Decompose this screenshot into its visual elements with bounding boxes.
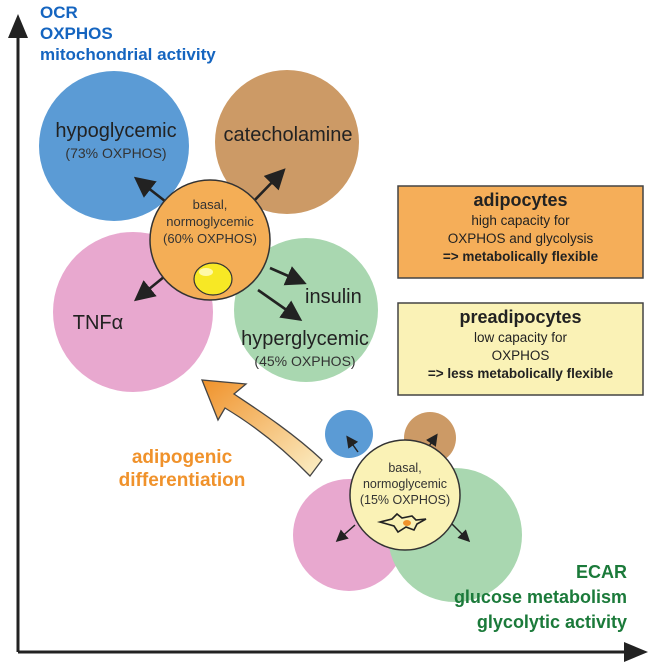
differentiation-arrow	[201, 379, 323, 477]
hyperglycemic-text: hyperglycemic	[241, 328, 369, 350]
preadipocyte-basal-line-3: (15% OXPHOS)	[359, 493, 451, 507]
adipocyte-basal-circle	[149, 179, 271, 301]
adipocyte-basal-label: basal, normoglycemic (60% OXPHOS)	[163, 196, 257, 247]
adipocyte-basal-line-3: (60% OXPHOS)	[163, 231, 257, 246]
differentiation-label: adipogenic differentiation	[119, 446, 246, 492]
y-axis-line-3: mitochondrial activity	[40, 45, 216, 64]
lipid-droplet-highlight	[199, 268, 213, 276]
x-axis-line-3: glycolytic activity	[476, 612, 627, 632]
x-axis-label: ECAR glucose metabolism glycolytic activ…	[454, 560, 627, 635]
pre-blue-circle	[325, 410, 373, 458]
preadipocyte-cell-icon	[376, 512, 427, 534]
hypoglycemic-text: hypoglycemic	[55, 120, 177, 142]
lipid-droplet-icon	[193, 262, 233, 296]
hypoglycemic-oxphos: (73% OXPHOS)	[65, 145, 167, 161]
adipocytes-conclusion: => metabolically flexible	[442, 249, 599, 264]
preadipocytes-title: preadipocytes	[459, 307, 582, 327]
catecholamine-label: catecholamine	[223, 124, 353, 146]
preadipocyte-basal-line-2: normoglycemic	[362, 477, 448, 491]
y-axis-line-2: OXPHOS	[40, 24, 113, 43]
y-axis-label: OCR OXPHOS mitochondrial activity	[40, 2, 216, 65]
x-axis	[18, 642, 648, 662]
preadipocytes-box-bg	[397, 302, 644, 396]
y-axis	[8, 14, 28, 652]
hypoglycemic-label: hypoglycemic (73% OXPHOS)	[55, 120, 176, 164]
adipocytes-box-bg	[397, 185, 644, 279]
hyperglycemic-label: hyperglycemic (45% OXPHOS)	[241, 328, 369, 372]
differentiation-line-2: differentiation	[118, 470, 246, 491]
y-axis-line-1: OCR	[40, 3, 78, 22]
adipocyte-basal-line-2: normoglycemic	[166, 214, 254, 229]
catecholamine-circle	[215, 70, 359, 214]
preadipocyte-basal-circle	[349, 439, 461, 551]
adipocyte-basal-line-1: basal,	[192, 197, 228, 212]
preadipocyte-basal-label: basal, normoglycemic (15% OXPHOS)	[360, 460, 450, 508]
insulin-label: insulin	[305, 286, 362, 308]
x-axis-line-2: glucose metabolism	[453, 587, 627, 607]
adipocytes-box: adipocytes high capacity for OXPHOS and …	[398, 188, 643, 266]
adipocytes-line-2: OXPHOS and glycolysis	[447, 231, 594, 246]
preadipocytes-line-2: OXPHOS	[491, 348, 550, 363]
differentiation-line-1: adipogenic	[131, 447, 233, 468]
preadipocytes-line-1: low capacity for	[473, 330, 568, 345]
adipocytes-title: adipocytes	[473, 190, 568, 210]
hyperglycemic-circle	[234, 238, 378, 382]
x-axis-line-1: ECAR	[575, 562, 627, 582]
preadipocyte-basal-line-1: basal,	[388, 461, 422, 475]
hyperglycemic-oxphos: (45% OXPHOS)	[254, 353, 356, 369]
adipocytes-line-1: high capacity for	[471, 213, 570, 228]
preadipocytes-conclusion: => less metabolically flexible	[427, 366, 614, 381]
preadipocytes-box: preadipocytes low capacity for OXPHOS =>…	[398, 305, 643, 383]
tnf-label: TNFα	[72, 312, 124, 334]
